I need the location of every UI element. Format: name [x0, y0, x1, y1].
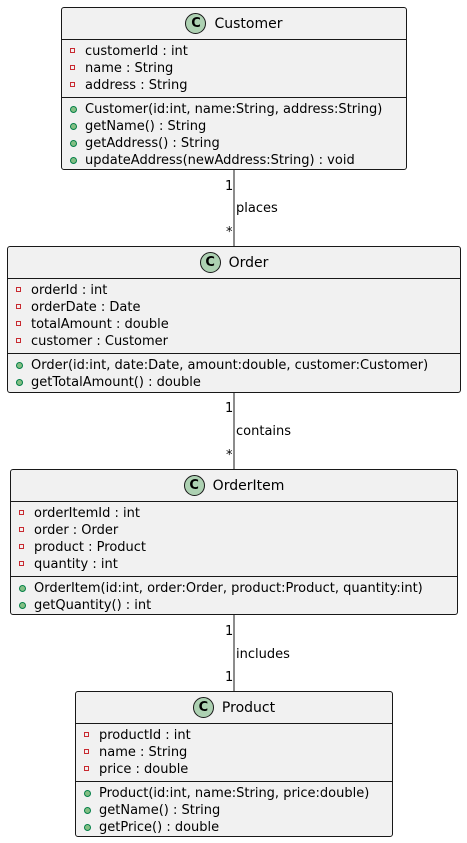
- class-icon: C: [199, 252, 221, 273]
- private-icon: [70, 48, 75, 53]
- multiplicity-orderitem-from: 1: [225, 624, 233, 639]
- class-icon: C: [192, 697, 214, 718]
- public-icon: [84, 790, 91, 797]
- methods-section: Order(id:int, date:Date, amount:double, …: [8, 354, 460, 394]
- class-customer: C Customer customerId : int name : Strin…: [61, 7, 407, 170]
- label-contains: contains: [236, 424, 291, 439]
- attributes-section: orderId : int orderDate : Date totalAmou…: [8, 279, 460, 354]
- private-icon: [16, 287, 21, 292]
- private-icon: [84, 732, 89, 737]
- method: Product(id:int, name:String, price:doubl…: [76, 785, 392, 802]
- attribute: orderId : int: [8, 282, 460, 299]
- attribute: order : Order: [11, 522, 457, 539]
- attribute: quantity : int: [11, 556, 457, 573]
- multiplicity-customer: 1: [225, 179, 233, 194]
- class-name: Order: [228, 254, 269, 271]
- public-icon: [19, 585, 26, 592]
- class-order: C Order orderId : int orderDate : Date t…: [7, 246, 461, 393]
- class-header: C Product: [76, 692, 392, 724]
- class-product: C Product productId : int name : String …: [75, 691, 393, 837]
- multiplicity-order: *: [226, 225, 233, 240]
- method: getTotalAmount() : double: [8, 374, 460, 391]
- method: OrderItem(id:int, order:Order, product:P…: [11, 580, 457, 597]
- private-icon: [16, 338, 21, 343]
- attribute: customerId : int: [62, 43, 406, 60]
- attribute: name : String: [62, 60, 406, 77]
- private-icon: [16, 304, 21, 309]
- attribute: productId : int: [76, 727, 392, 744]
- attribute: price : double: [76, 761, 392, 778]
- private-icon: [84, 766, 89, 771]
- private-icon: [70, 82, 75, 87]
- public-icon: [70, 123, 77, 130]
- private-icon: [19, 510, 24, 515]
- method: getPrice() : double: [76, 819, 392, 836]
- attribute: customer : Customer: [8, 333, 460, 350]
- method: updateAddress(newAddress:String) : void: [62, 152, 406, 169]
- method: getName() : String: [76, 802, 392, 819]
- method: getAddress() : String: [62, 135, 406, 152]
- attribute: name : String: [76, 744, 392, 761]
- methods-section: Product(id:int, name:String, price:doubl…: [76, 782, 392, 839]
- public-icon: [70, 157, 77, 164]
- private-icon: [19, 527, 24, 532]
- attribute: orderDate : Date: [8, 299, 460, 316]
- multiplicity-orderitem: *: [226, 448, 233, 463]
- methods-section: Customer(id:int, name:String, address:St…: [62, 98, 406, 172]
- multiplicity-order-from: 1: [225, 401, 233, 416]
- public-icon: [84, 824, 91, 831]
- public-icon: [70, 140, 77, 147]
- label-includes: includes: [236, 647, 290, 662]
- public-icon: [84, 807, 91, 814]
- attribute: product : Product: [11, 539, 457, 556]
- private-icon: [70, 65, 75, 70]
- class-name: Product: [221, 699, 276, 716]
- class-name: Customer: [214, 15, 283, 32]
- public-icon: [70, 106, 77, 113]
- class-header: C Order: [8, 247, 460, 279]
- class-icon: C: [183, 475, 205, 496]
- private-icon: [19, 544, 24, 549]
- class-orderitem: C OrderItem orderItemId : int order : Or…: [10, 469, 458, 615]
- attributes-section: productId : int name : String price : do…: [76, 724, 392, 782]
- method: Order(id:int, date:Date, amount:double, …: [8, 357, 460, 374]
- private-icon: [19, 561, 24, 566]
- multiplicity-product: 1: [225, 670, 233, 685]
- public-icon: [16, 379, 23, 386]
- method: getQuantity() : int: [11, 597, 457, 614]
- attribute: totalAmount : double: [8, 316, 460, 333]
- class-icon: C: [185, 13, 207, 34]
- public-icon: [19, 602, 26, 609]
- public-icon: [16, 362, 23, 369]
- attribute: address : String: [62, 77, 406, 94]
- private-icon: [16, 321, 21, 326]
- label-places: places: [236, 201, 278, 216]
- private-icon: [84, 749, 89, 754]
- class-name: OrderItem: [212, 477, 285, 494]
- attribute: orderItemId : int: [11, 505, 457, 522]
- methods-section: OrderItem(id:int, order:Order, product:P…: [11, 577, 457, 617]
- method: getName() : String: [62, 118, 406, 135]
- class-header: C OrderItem: [11, 470, 457, 502]
- method: Customer(id:int, name:String, address:St…: [62, 101, 406, 118]
- class-header: C Customer: [62, 8, 406, 40]
- attributes-section: customerId : int name : String address :…: [62, 40, 406, 98]
- attributes-section: orderItemId : int order : Order product …: [11, 502, 457, 577]
